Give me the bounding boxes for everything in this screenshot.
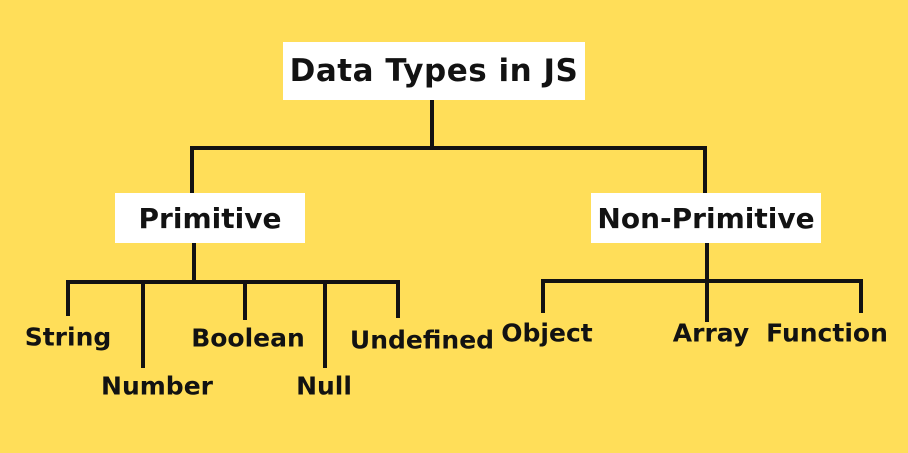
function-drop-line [859, 279, 863, 313]
array-drop-line [705, 279, 709, 322]
leaf-label-boolean: Boolean [191, 323, 305, 353]
root-node-data-types-in-js: Data Types in JS [283, 42, 585, 100]
primitive-elbow-line [190, 146, 194, 193]
nonprimitive-children-bar-line [541, 279, 863, 283]
string-drop-line [66, 280, 70, 316]
primitive-feed-line [192, 243, 196, 284]
leaf-label-function: Function [766, 318, 888, 348]
null-drop-line [323, 280, 327, 368]
undefined-drop-line [396, 280, 400, 318]
leaf-label-object: Object [501, 318, 593, 348]
number-drop-line [141, 280, 145, 368]
branch-node-primitive: Primitive [115, 193, 305, 243]
branch-node-non-primitive: Non-Primitive [591, 193, 821, 243]
leaf-label-string: String [24, 322, 112, 352]
leaf-label-number: Number [101, 371, 213, 401]
object-drop-line [541, 279, 545, 313]
leaf-label-null: Null [296, 371, 352, 401]
primitive-children-bar-line [66, 280, 400, 284]
root-node-label: Data Types in JS [289, 53, 579, 89]
primitive-label: Primitive [138, 201, 282, 235]
root-drop-line [430, 100, 434, 148]
non-primitive-label: Non-Primitive [597, 201, 815, 235]
leaf-label-array: Array [672, 318, 750, 348]
leaf-label-undefined: Undefined [349, 325, 495, 355]
root-branch-connector-line [190, 146, 707, 150]
nonprimitive-feed-line [705, 243, 709, 281]
nonprimitive-elbow-line [703, 146, 707, 193]
boolean-drop-line [243, 280, 247, 320]
